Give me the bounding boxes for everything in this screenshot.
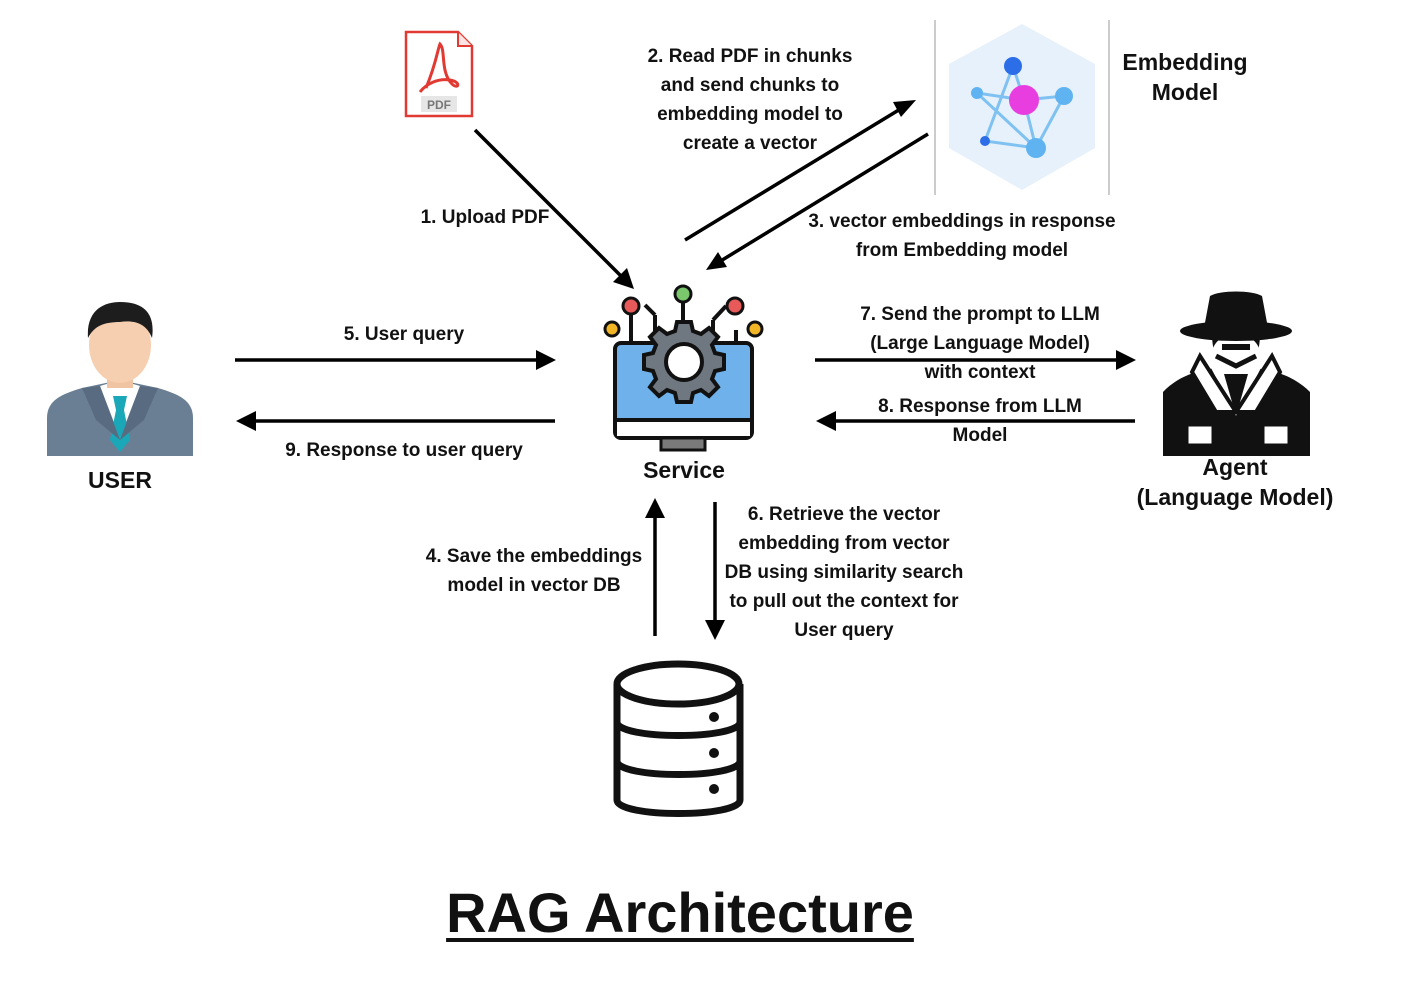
arrow-8-response-from-llm <box>816 411 1135 431</box>
arrow-2-send-chunks <box>684 100 916 242</box>
step-8-label: 8. Response from LLM Model <box>878 396 1082 446</box>
arrow-1-upload-pdf <box>473 128 634 289</box>
step-7-label: 7. Send the prompt to LLM (Large Languag… <box>860 304 1100 383</box>
user-label: USER <box>88 467 152 493</box>
arrow-4-save-embeddings <box>645 498 665 636</box>
step-3-label: 3. vector embeddings in response from Em… <box>808 211 1116 261</box>
step-5-label: 5. User query <box>343 324 465 345</box>
step-4-label: 4. Save the embeddings model in vector D… <box>425 546 643 596</box>
user-avatar-icon <box>47 302 193 456</box>
embedding-model-label: Embedding Model <box>1122 49 1248 105</box>
arrow-5-user-query <box>235 350 556 370</box>
database-icon <box>613 660 744 817</box>
arrow-7-prompt-to-llm <box>815 350 1136 370</box>
step-2-label: 2. Read PDF in chunks and send chunks to… <box>647 46 853 154</box>
diagram-title: RAG Architecture <box>446 881 914 944</box>
step-1-label: 1. Upload PDF <box>420 207 550 228</box>
step-6-label: 6. Retrieve the vector embedding from ve… <box>724 504 964 641</box>
service-label: Service <box>643 457 725 483</box>
pdf-icon: PDF <box>404 30 474 118</box>
agent-label: Agent (Language Model) <box>1136 454 1334 510</box>
arrow-3-vector-embeddings <box>706 132 929 270</box>
embedding-model-icon <box>934 20 1110 195</box>
arrow-9-response-to-user <box>236 411 555 431</box>
service-monitor-gear-icon <box>603 284 764 452</box>
arrow-6-retrieve-embeddings <box>705 502 725 640</box>
agent-detective-icon <box>1163 291 1310 456</box>
step-9-label: 9. Response to user query <box>285 440 523 461</box>
pdf-badge-text: PDF <box>427 98 451 112</box>
